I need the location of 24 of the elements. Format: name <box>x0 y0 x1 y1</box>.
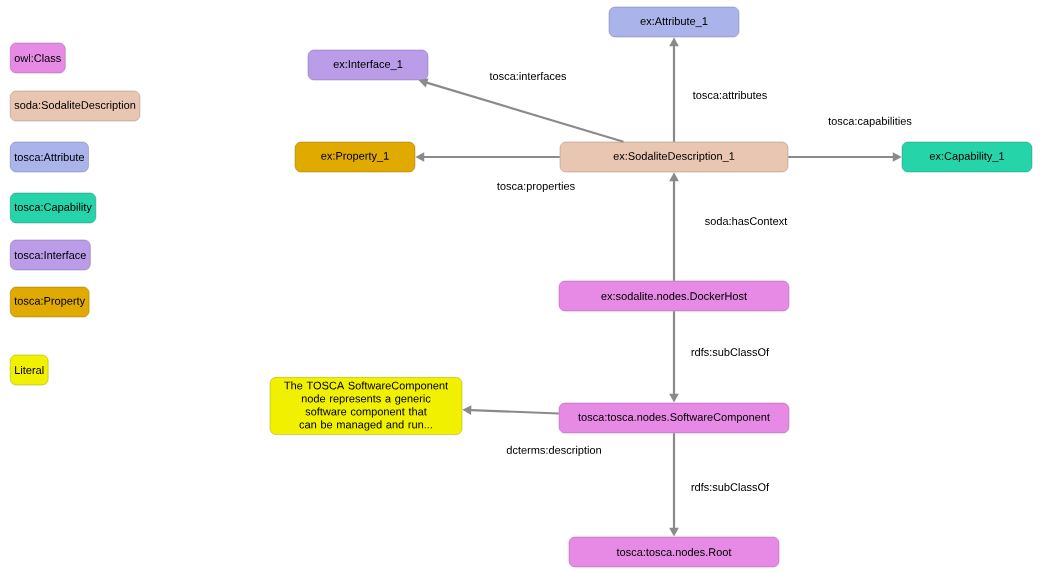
legend-item: Literal <box>10 354 49 386</box>
literal-box: The TOSCA SoftwareComponent node represents a generic software component that can be managed and run... <box>269 377 463 435</box>
edge-label: rdfs:subClassOf <box>689 346 771 358</box>
edge-label: rdfs:subClassOf <box>689 481 771 493</box>
class-box: ex:Attribute_1 <box>608 6 740 38</box>
edge-label: tosca:attributes <box>691 89 769 101</box>
class-box: ex:sodalite.nodes.DockerHost <box>558 280 790 312</box>
legend-item: tosca:Attribute <box>10 141 89 173</box>
class-box: ex:Interface_1 <box>307 49 429 81</box>
legend-item: owl:Class <box>10 42 66 74</box>
legend-item: tosca:Interface <box>10 239 91 271</box>
class-box: ex:Property_1 <box>294 141 416 173</box>
legend-item: soda:SodaliteDescription <box>10 90 141 122</box>
edge-label: tosca:interfaces <box>488 70 568 82</box>
class-box: ex:Capability_1 <box>901 141 1033 173</box>
class-box: tosca:tosca.nodes.Root <box>568 536 780 568</box>
edge-label: tosca:properties <box>495 180 577 194</box>
class-box: tosca:tosca.nodes.SoftwareComponent <box>558 402 790 434</box>
class-box: ex:SodaliteDescription_1 <box>559 141 789 173</box>
edge-label: soda:hasContext <box>703 215 789 227</box>
edge-label: dcterms:description <box>504 444 604 458</box>
legend-item: tosca:Property <box>10 286 90 318</box>
edge-label: tosca:capabilities <box>826 115 914 129</box>
legend-item: tosca:Capability <box>10 192 97 224</box>
